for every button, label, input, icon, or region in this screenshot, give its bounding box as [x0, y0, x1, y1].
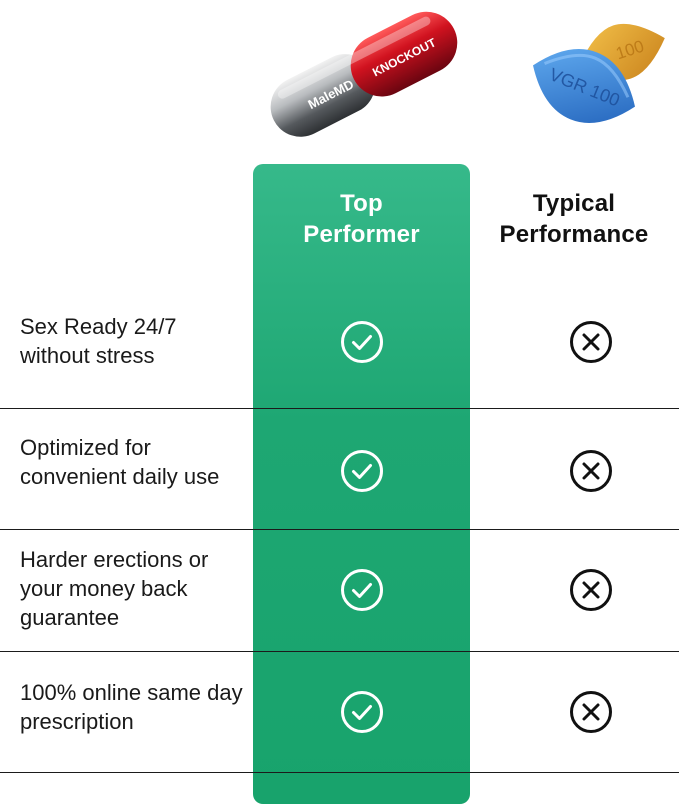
row-divider — [0, 408, 679, 409]
cross-icon — [570, 450, 612, 492]
knockout-capsule-image: MaleMD KNOCKOUT — [270, 11, 458, 137]
row-label: Optimized for convenient daily use — [20, 435, 220, 489]
check-icon — [341, 691, 383, 733]
header-line: Performance — [499, 221, 649, 248]
top-performer-header: Top Performer — [253, 188, 470, 250]
cross-icon — [570, 321, 612, 363]
row-label: Harder erections or your money back guar… — [20, 547, 209, 630]
top-performer-column — [253, 164, 470, 804]
header-line: Typical — [532, 190, 616, 217]
row-label: Sex Ready 24/7 without stress — [20, 314, 177, 368]
check-icon — [341, 450, 383, 492]
check-icon — [341, 321, 383, 363]
row-divider — [0, 651, 679, 652]
typical-performance-header: Typical Performance — [478, 188, 670, 250]
header-line: Top — [340, 190, 383, 217]
cross-icon — [570, 569, 612, 611]
row-label: 100% online same day prescription — [20, 680, 243, 734]
cross-icon — [570, 691, 612, 733]
row-divider — [0, 529, 679, 530]
header-line: Performer — [303, 221, 420, 248]
check-icon — [341, 569, 383, 611]
row-divider — [0, 772, 679, 773]
generic-pills-image: 100 VGR 100 — [533, 23, 665, 123]
